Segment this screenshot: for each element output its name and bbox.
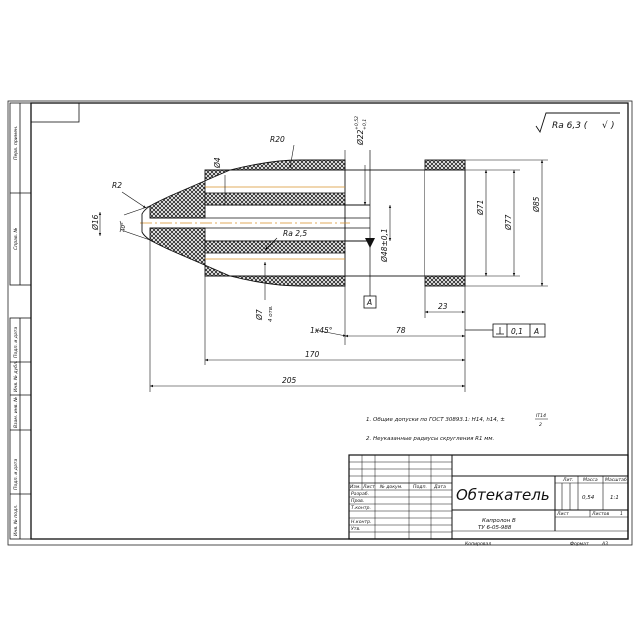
notes: 1. Общие допуски по ГОСТ 30893.1: H14, h… bbox=[366, 413, 548, 442]
top-left-stamp bbox=[30, 102, 80, 123]
dim-d22-tol2: +0,1 bbox=[362, 119, 368, 130]
stamp-sign-date-1: Подп. и дата bbox=[13, 327, 19, 358]
stamp-repl-inv: Взам. инв. № bbox=[13, 397, 19, 428]
roughness-symbol: Ra 6,3 ( √ ) bbox=[535, 112, 620, 134]
stamp-dup-inv: Инв. № дубл. bbox=[13, 361, 19, 392]
dim-r2: R2 bbox=[112, 181, 122, 190]
extension-lines bbox=[149, 150, 548, 392]
tb-sheets-count: 1 bbox=[620, 511, 623, 517]
tb-role-dev: Разраб. bbox=[351, 491, 369, 497]
dim-angle40: 40° bbox=[121, 222, 127, 232]
tolerance-frame bbox=[465, 323, 546, 338]
material-line2: ТУ 6-05-988 bbox=[478, 525, 512, 531]
note-1-frac-num: IT14 bbox=[536, 413, 546, 419]
title-block bbox=[348, 454, 629, 540]
roughness-close: ) bbox=[610, 121, 615, 131]
note-1-frac-den: 2 bbox=[539, 422, 542, 428]
dim-r20: R20 bbox=[270, 135, 285, 144]
dim-chamfer: 1х45° bbox=[310, 326, 333, 335]
tb-date: Дата bbox=[433, 484, 446, 490]
material-line1: Капролон В bbox=[482, 518, 516, 524]
dim-4holes: 4 отв. bbox=[268, 305, 274, 322]
part-name: Обтекатель bbox=[456, 486, 550, 504]
tol-value: 0,1 bbox=[511, 327, 523, 336]
roughness-check: √ bbox=[602, 120, 608, 131]
dim-170: 170 bbox=[305, 350, 320, 359]
stamp-sign-date-2: Подп. и дата bbox=[13, 459, 19, 490]
tb-format-value: A3 bbox=[601, 541, 608, 547]
dim-d7: Ø7 bbox=[255, 309, 264, 321]
dim-d4: Ø4 bbox=[213, 157, 222, 169]
note-1: 1. Общие допуски по ГОСТ 30893.1: H14, h… bbox=[366, 417, 505, 423]
dim-78: 78 bbox=[396, 326, 406, 335]
tb-role-ncontrol: Н.контр. bbox=[351, 519, 372, 525]
hatched-body bbox=[149, 159, 346, 219]
dim-d85: Ø85 bbox=[532, 196, 541, 213]
tb-role-check: Пров. bbox=[351, 498, 364, 504]
stamp-ref-no: Справ. № bbox=[13, 227, 19, 250]
tb-col-lit: Лит. bbox=[562, 477, 574, 483]
dim-d16: Ø16 bbox=[91, 214, 100, 231]
stamp-first-use: Перв. примен. bbox=[13, 126, 19, 161]
dim-d71: Ø71 bbox=[476, 200, 485, 216]
dim-d48: Ø48±0,1 bbox=[380, 228, 389, 263]
tb-scale: 1:1 bbox=[610, 495, 619, 501]
datum-label: A bbox=[366, 298, 372, 307]
tb-sheets: Листов bbox=[591, 511, 609, 517]
stamp-orig-inv: Инв. № подл. bbox=[13, 504, 19, 536]
part-section bbox=[123, 150, 466, 300]
tb-role-approve: Утв. bbox=[351, 526, 361, 532]
roughness-value: Ra 6,3 ( bbox=[552, 121, 588, 131]
dimension-lines bbox=[98, 144, 544, 388]
tb-copied: Копировал bbox=[465, 541, 491, 547]
outer-frame bbox=[7, 100, 633, 546]
datum-box bbox=[363, 295, 377, 309]
dim-d22: Ø22 bbox=[356, 129, 365, 146]
tb-format: Формат bbox=[570, 541, 589, 547]
tb-sheet: Лист bbox=[556, 511, 569, 517]
dimension-texts: R20 R2 Ra 2,5 Ø4 Ø16 40° Ø22 +0,52 +0,1 … bbox=[91, 116, 541, 385]
dim-ra25: Ra 2,5 bbox=[283, 229, 307, 238]
note-2: 2. Неуказанные радиусы скругления R1 мм. bbox=[366, 436, 495, 442]
tb-sign: Подп. bbox=[413, 484, 427, 490]
tb-col-mass: Масса bbox=[583, 477, 598, 483]
tb-list: Лист bbox=[362, 484, 375, 490]
dim-d77: Ø77 bbox=[504, 214, 513, 231]
side-stamp-labels: Перв. примен. Справ. № Подп. и дата Инв.… bbox=[13, 126, 19, 537]
tb-docnum: № докум. bbox=[379, 484, 403, 490]
dim-205: 205 bbox=[282, 376, 297, 385]
tb-col-scale: Масштаб bbox=[605, 477, 627, 483]
tb-izm: Изм. bbox=[350, 484, 361, 490]
title-block-text: Изм. Лист № докум. Подп. Дата Разраб. Пр… bbox=[350, 477, 627, 547]
dim-d22-tol: +0,52 bbox=[354, 116, 360, 130]
left-side-stamp bbox=[9, 102, 32, 540]
tol-datum: A bbox=[533, 327, 539, 336]
tb-role-tcontrol: Т.контр. bbox=[351, 505, 371, 511]
tb-mass: 0,54 bbox=[582, 495, 595, 501]
dim-23: 23 bbox=[438, 302, 448, 311]
